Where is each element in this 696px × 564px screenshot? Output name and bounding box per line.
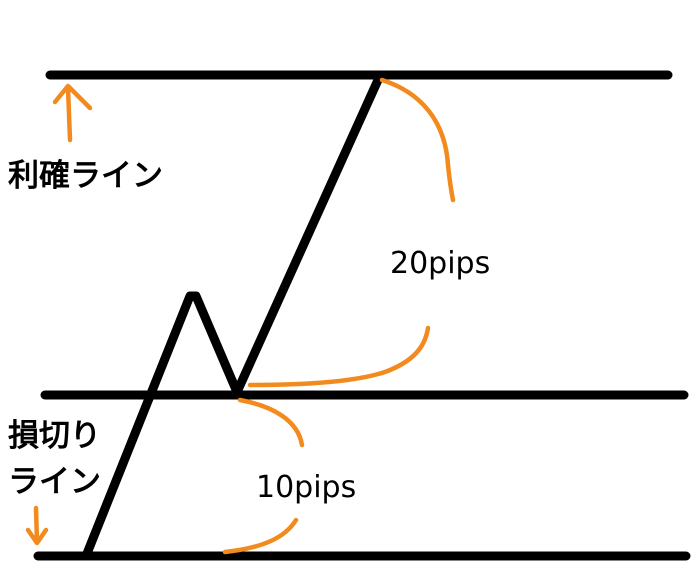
stop-loss-label-line1: 損切り bbox=[8, 418, 101, 454]
profit-distance-label: 20pips bbox=[390, 246, 491, 281]
take-profit-label: 利確ライン bbox=[8, 158, 163, 194]
stop-loss-label-line2: ライン bbox=[8, 464, 101, 500]
loss-distance-label: 10pips bbox=[256, 470, 357, 505]
price-path bbox=[81, 75, 383, 561]
loss-brace bbox=[222, 397, 305, 555]
profit-brace bbox=[247, 77, 456, 388]
arrow-down-icon bbox=[25, 505, 49, 546]
arrow-up-icon bbox=[52, 83, 93, 143]
